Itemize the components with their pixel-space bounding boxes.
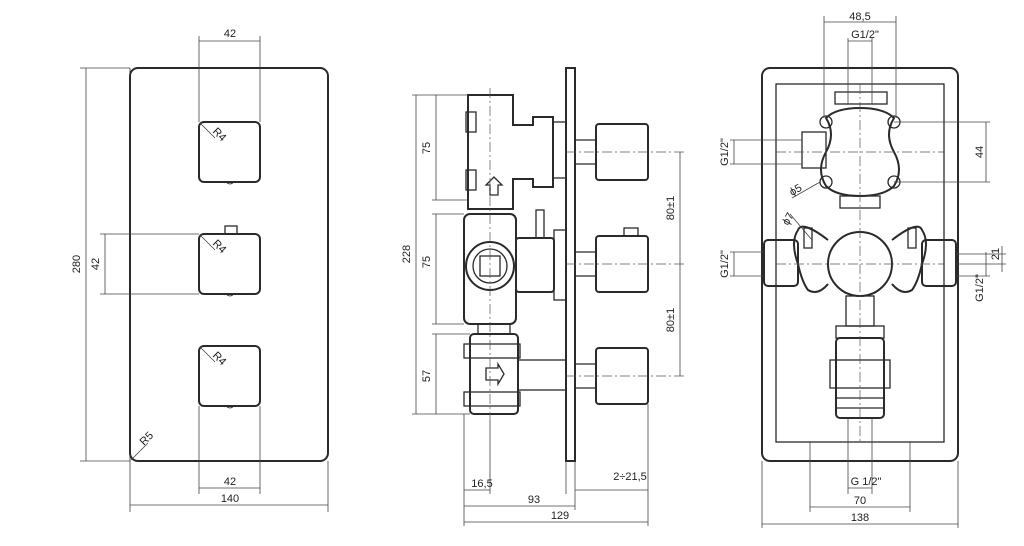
right-thread-label: G1/2" — [974, 274, 986, 302]
front-plate — [129, 67, 329, 462]
rear-view: 48,5 G1/2" G1/2" G1/2" 44 21 G1/2" ϕ5 ϕ7 — [719, 11, 1006, 528]
section-1-label: 75 — [421, 142, 433, 154]
section-3-label: 57 — [421, 370, 433, 382]
top-thread-label: G1/2" — [851, 29, 879, 41]
top-valve-body — [820, 106, 900, 198]
dim-44-label: 44 — [974, 146, 986, 158]
inner-width-label: 70 — [854, 495, 866, 507]
flow-arrow-up-icon — [484, 176, 504, 196]
handle-height-label: 42 — [90, 258, 102, 270]
handle-width-bottom-label: 42 — [224, 476, 236, 488]
hole-d7-label: ϕ7 — [780, 211, 797, 228]
side-plate — [565, 67, 576, 462]
left-thread-top-label: G1/2" — [719, 138, 731, 166]
spacing-2-label: 80±1 — [665, 308, 677, 332]
upper-cartridge — [467, 94, 554, 210]
depth-3-label: 129 — [551, 510, 569, 522]
depth-1-label: 16,5 — [471, 478, 492, 490]
plate-height-label: 280 — [71, 255, 83, 273]
handle-radius-3-label: R4 — [210, 350, 228, 368]
bottom-thread-label: G 1/2" — [851, 476, 882, 488]
handle-width-top-label: 42 — [224, 28, 236, 40]
section-2-label: 75 — [421, 256, 433, 268]
plate-radius-label: R5 — [138, 430, 156, 448]
plate-range-label: 2÷21,5 — [613, 471, 647, 483]
outer-width-label: 138 — [851, 512, 869, 524]
top-width-label: 48,5 — [849, 11, 870, 23]
lower-diverter — [469, 333, 519, 415]
hole-d5-label: ϕ5 — [788, 182, 805, 199]
left-thread-mid-label: G1/2" — [719, 250, 731, 278]
handle-top — [198, 121, 261, 183]
handle-bottom — [198, 345, 261, 407]
front-view: R4 R4 R4 R5 42 42 280 42 140 — [71, 28, 329, 512]
flow-arrow-down-icon — [485, 361, 505, 387]
handle-radius-2-label: R4 — [210, 238, 228, 256]
dim-21-label: 21 — [990, 248, 1002, 260]
plate-width-label: 140 — [221, 493, 239, 505]
total-height-label: 228 — [401, 245, 413, 263]
handle-radius-1-label: R4 — [210, 126, 228, 144]
rear-plate — [761, 67, 959, 462]
spacing-1-label: 80±1 — [665, 196, 677, 220]
depth-2-label: 93 — [528, 494, 540, 506]
side-view: 228 75 75 57 80±1 80±1 16,5 2÷21,5 93 12… — [401, 67, 685, 526]
middle-handle-stem — [224, 225, 238, 235]
